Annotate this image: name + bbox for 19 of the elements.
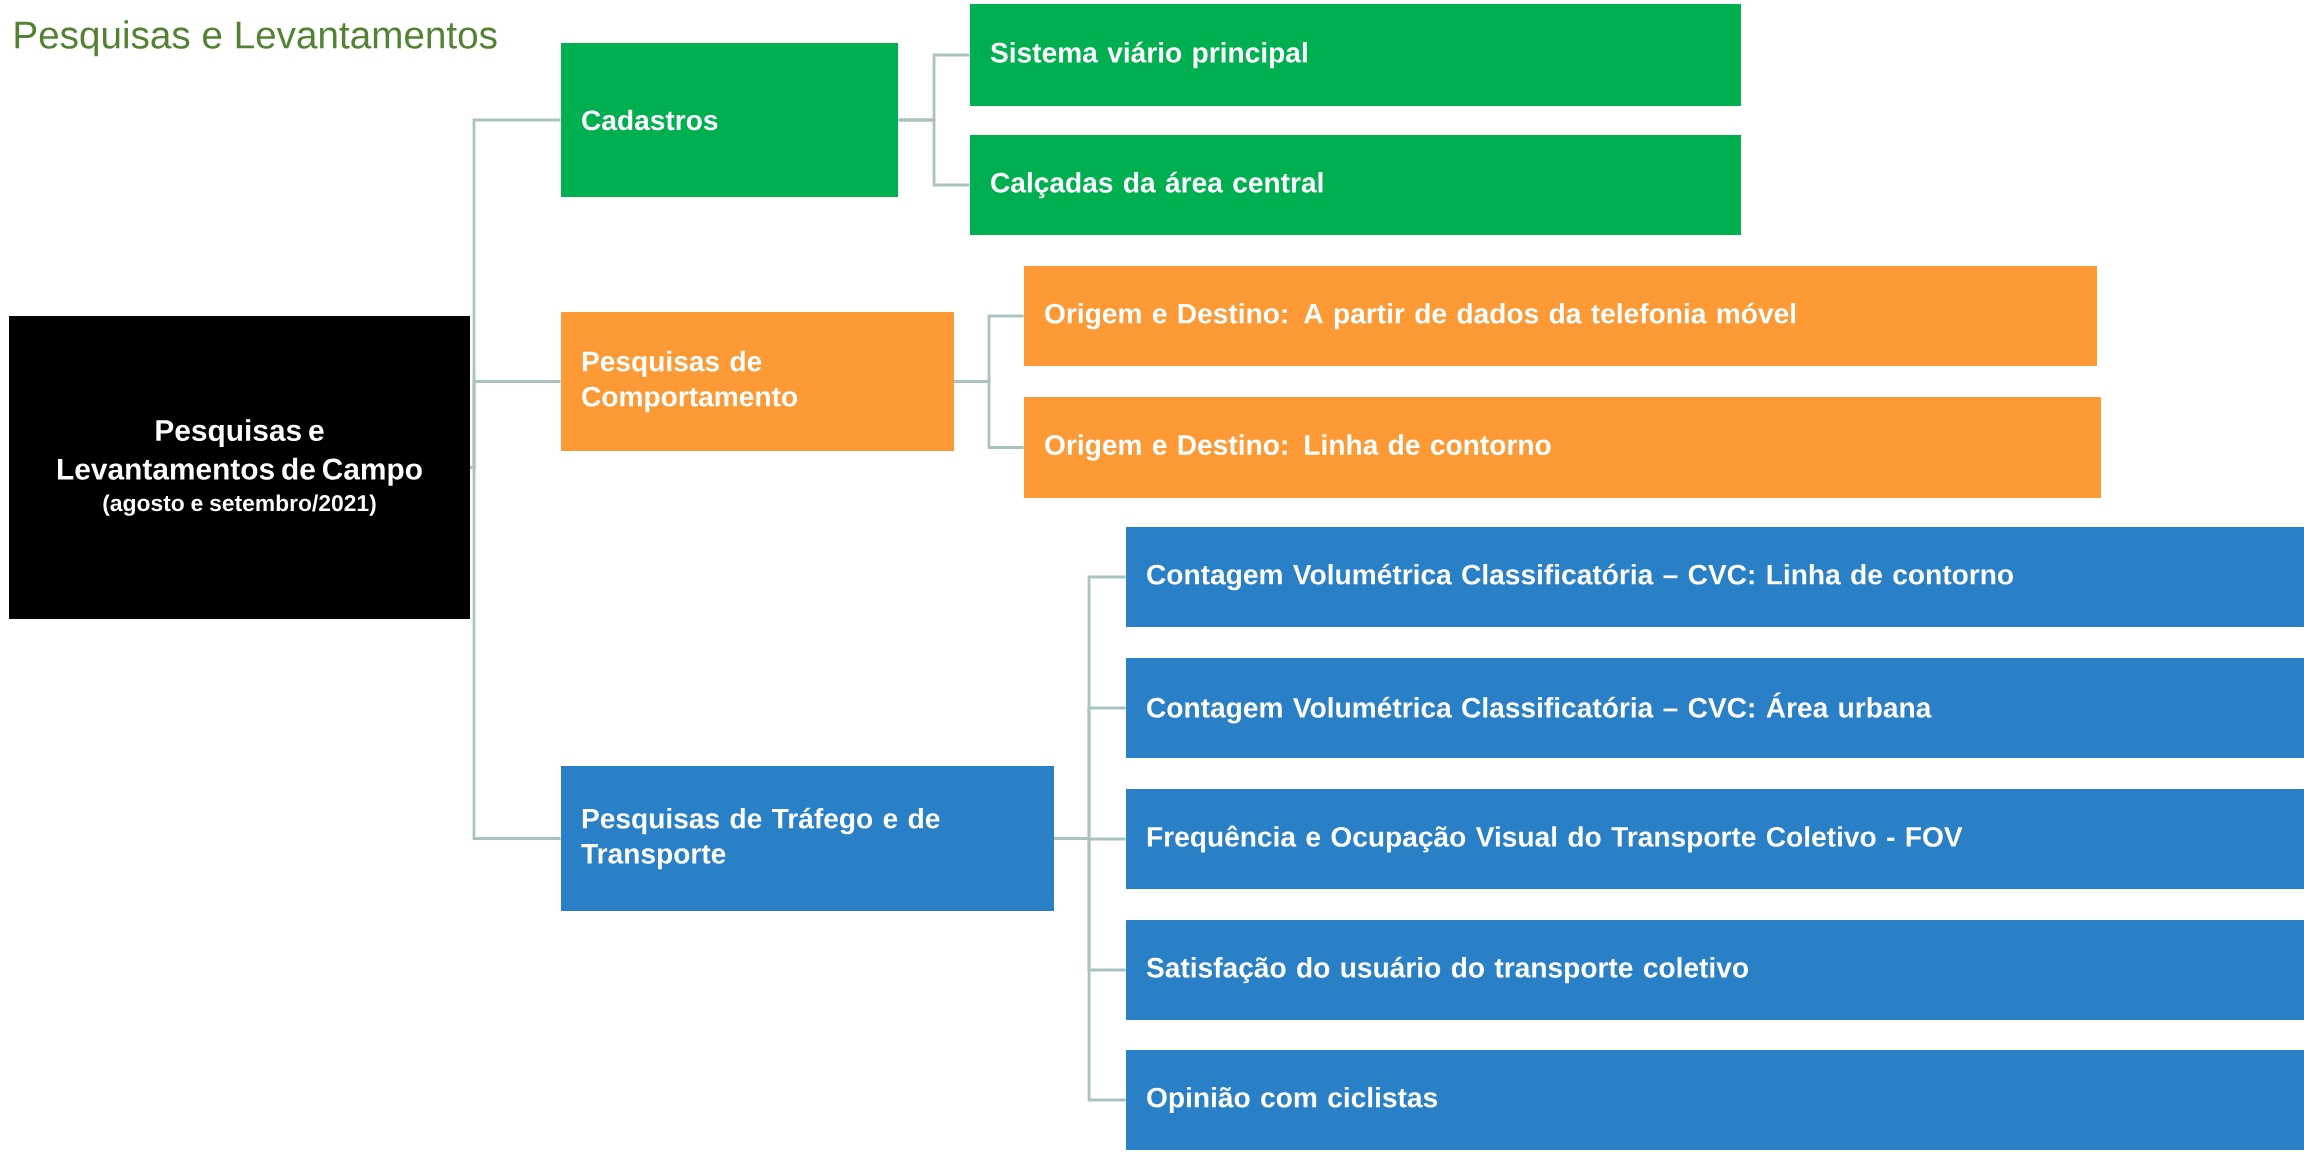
category-box: Pesquisas de Comportamento	[561, 312, 954, 451]
item-box: Opinião com ciclistas	[1126, 1050, 2304, 1150]
connector-line	[470, 380, 561, 469]
title: Pesquisas e Levantamentos	[15, 20, 497, 57]
connector-line	[1054, 837, 1126, 1102]
connector-line	[469, 466, 561, 840]
item-box: Contagem Volumétrica Classificatória – CVC: Área urbana	[1126, 658, 2304, 758]
root-box: Pesquisas e Levantamentos de Campo (agosto e setembro/2021)	[9, 316, 470, 619]
item-box: Origem e Destino: A partir de dados da telefonia móvel	[1024, 266, 2098, 366]
item-box: Sistema viário principal	[970, 4, 1741, 106]
category-box: Pesquisas de Tráfego e de Transporte	[561, 766, 1054, 911]
item-box: Calçadas da área central	[970, 135, 1741, 235]
category-box: Cadastros	[561, 43, 898, 197]
item-box: Frequência e Ocupação Visual do Transporte Coletivo - FOV	[1126, 789, 2304, 889]
item-box: Origem e Destino: Linha de contorno	[1024, 397, 2102, 498]
connector-line	[954, 380, 1024, 449]
item-box: Contagem Volumétrica Classificatória – CVC: Linha de contorno	[1126, 527, 2304, 627]
connector-line	[898, 118, 970, 187]
item-box: Satisfação do usuário do transporte coletivo	[1126, 920, 2304, 1020]
